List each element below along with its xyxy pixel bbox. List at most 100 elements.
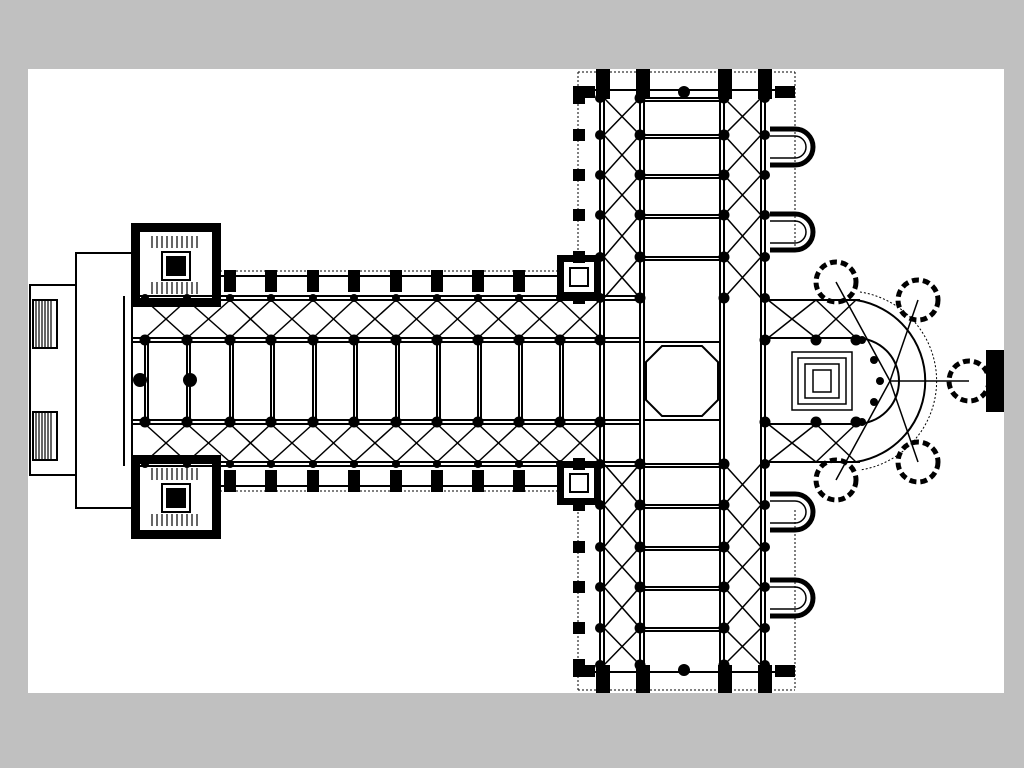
- vault-rib: [186, 299, 231, 339]
- apse-rib: [835, 380, 891, 481]
- vault-rib: [559, 299, 601, 339]
- pier: [634, 292, 646, 304]
- pier: [678, 664, 690, 676]
- buttress: [348, 470, 360, 492]
- transept-corner: [636, 69, 650, 99]
- tower-wall: [132, 298, 220, 306]
- altar-step: [797, 357, 847, 405]
- pier: [760, 500, 770, 510]
- pier: [513, 334, 525, 346]
- ambulatory: [859, 291, 938, 471]
- side-chapel: [770, 577, 816, 619]
- vault-rib: [723, 463, 762, 506]
- pier: [718, 292, 730, 304]
- pier: [634, 581, 646, 593]
- stair-core: [166, 256, 186, 276]
- buttress: [307, 470, 319, 492]
- pier: [556, 294, 564, 302]
- pier: [718, 92, 730, 104]
- side-chapel: [770, 211, 816, 253]
- vault-rib: [723, 256, 762, 299]
- vault-rib: [603, 546, 641, 588]
- pier: [634, 92, 646, 104]
- vault-rib: [723, 504, 762, 548]
- vault-rib: [723, 546, 762, 588]
- pier: [595, 130, 605, 140]
- pier: [224, 334, 236, 346]
- pier: [515, 294, 523, 302]
- pier: [870, 356, 878, 364]
- vault-rib: [603, 174, 641, 216]
- pier: [595, 459, 605, 469]
- buttress: [513, 270, 525, 292]
- pier: [226, 294, 234, 302]
- transept-buttress: [573, 169, 585, 181]
- transept-corner: [718, 69, 732, 99]
- buttress: [224, 270, 236, 292]
- buttress: [348, 270, 360, 292]
- apse-rib: [889, 299, 919, 382]
- pier: [759, 334, 771, 346]
- pier: [760, 660, 770, 670]
- crossing-octagon: [645, 345, 719, 417]
- pier: [350, 294, 358, 302]
- turret-wall: [594, 256, 600, 298]
- pier: [267, 294, 275, 302]
- buttress: [472, 470, 484, 492]
- vault-rib: [144, 423, 188, 463]
- vault-rib: [603, 586, 641, 629]
- dotted-outlines: [220, 71, 796, 691]
- pier: [513, 416, 525, 428]
- high-altar: [791, 351, 853, 411]
- pier: [634, 169, 646, 181]
- pier: [139, 416, 151, 428]
- transept-buttress: [573, 499, 585, 511]
- pier: [392, 460, 400, 468]
- transept-corner: [636, 665, 650, 693]
- vault-rib: [229, 423, 272, 463]
- altar-platform: [791, 351, 853, 411]
- vault-rib: [144, 299, 188, 339]
- pier: [718, 458, 730, 470]
- vault-rib: [815, 423, 857, 463]
- pier: [265, 416, 277, 428]
- buttress: [265, 470, 277, 492]
- pier: [472, 334, 484, 346]
- vault-rib: [312, 423, 355, 463]
- pier: [595, 623, 605, 633]
- pier: [141, 294, 149, 302]
- altar-top: [812, 369, 832, 393]
- vault-rib: [270, 299, 314, 339]
- pier: [595, 210, 605, 220]
- transept-buttress: [573, 458, 585, 470]
- pier: [594, 334, 606, 346]
- transept-buttress: [573, 209, 585, 221]
- buttress: [224, 470, 236, 492]
- turret-core: [569, 267, 589, 287]
- vault-rib: [353, 423, 397, 463]
- pier: [760, 93, 770, 103]
- transept-corner: [596, 665, 610, 693]
- pier: [474, 460, 482, 468]
- pier: [267, 460, 275, 468]
- vault-rib: [603, 256, 641, 299]
- porch-platform: [75, 252, 133, 509]
- pier: [181, 334, 193, 346]
- pier: [139, 334, 151, 346]
- pier: [718, 499, 730, 511]
- pier: [760, 293, 770, 303]
- pier: [634, 209, 646, 221]
- pier: [595, 170, 605, 180]
- vault-rib: [603, 134, 641, 176]
- buttress: [390, 270, 402, 292]
- vault-rib: [229, 299, 272, 339]
- pier: [760, 252, 770, 262]
- pier: [718, 251, 730, 263]
- pier: [595, 93, 605, 103]
- pier: [431, 334, 443, 346]
- pier: [760, 459, 770, 469]
- pier: [760, 582, 770, 592]
- pier: [595, 293, 605, 303]
- pier: [760, 210, 770, 220]
- pier: [718, 622, 730, 634]
